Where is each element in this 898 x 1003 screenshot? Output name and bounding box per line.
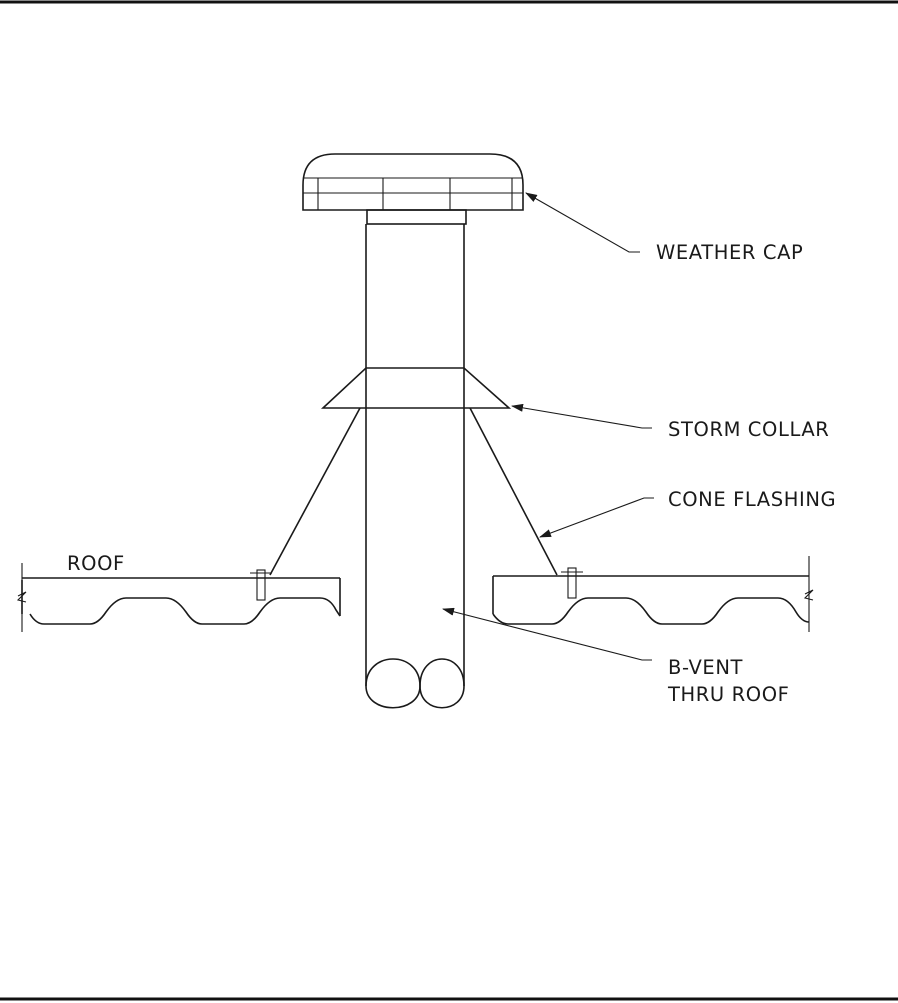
vent-pipe	[365, 209, 467, 709]
storm-collar	[320, 367, 512, 409]
leader-b-vent	[442, 607, 652, 661]
leader-storm-collar	[511, 403, 652, 429]
weather-cap	[302, 153, 524, 211]
label-weather-cap: WEATHER CAP	[656, 241, 803, 264]
roof-right	[492, 556, 814, 632]
label-thru-roof: THRU ROOF	[667, 683, 789, 706]
leader-cone-flashing	[539, 497, 654, 538]
label-cone-flashing: CONE FLASHING	[668, 488, 836, 511]
roof-left	[16, 563, 341, 632]
label-roof: ROOF	[67, 552, 125, 575]
label-b-vent: B-VENT	[668, 656, 743, 679]
leader-weather-cap	[525, 192, 640, 253]
cone-flashing	[269, 407, 558, 576]
label-storm-collar: STORM COLLAR	[668, 418, 829, 441]
